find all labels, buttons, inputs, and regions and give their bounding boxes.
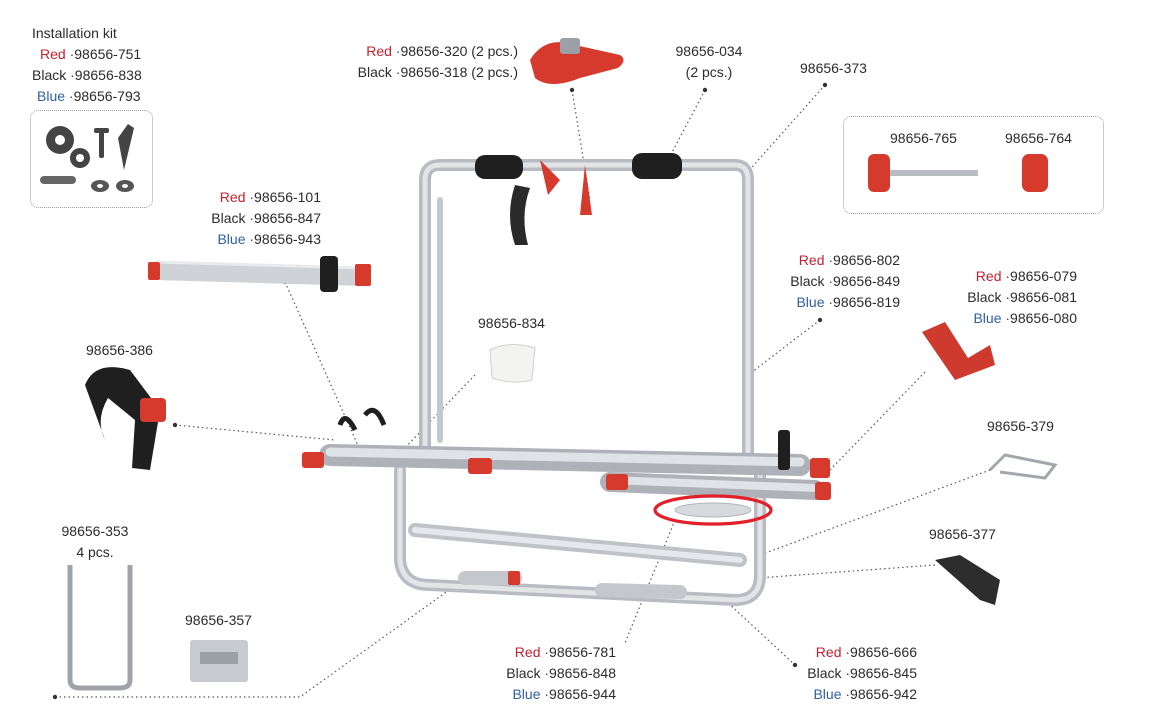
- knob-764-code: 98656-764: [1005, 130, 1072, 146]
- part-079-artwork: [922, 322, 995, 380]
- part-834-artwork: [489, 344, 536, 383]
- knobs-box: [843, 116, 1104, 214]
- knob-765-code: 98656-765: [890, 130, 957, 146]
- installation-kit-title: Installation kit: [32, 25, 117, 41]
- part-666-label: Red ·98656-666 Black ·98656-845 Blue ·98…: [777, 642, 917, 705]
- part-079-row: Black ·98656-081: [967, 289, 1077, 305]
- part-357-code: 98656-357: [185, 612, 252, 628]
- rail-101-label: Red ·98656-101 Black ·98656-847 Blue ·98…: [190, 187, 321, 250]
- installation-kit-row: Black ·98656-838: [32, 67, 142, 83]
- part-377-code: 98656-377: [929, 526, 996, 542]
- leader-353: [55, 574, 471, 698]
- installation-kit-row: Red ·98656-751: [40, 46, 142, 62]
- part-034-code: 98656-034: [675, 43, 743, 59]
- installation-kit-box: [30, 110, 153, 208]
- part-079-row: Blue ·98656-080: [973, 310, 1077, 326]
- strap-320-row: Black ·98656-318 (2 pcs.): [357, 64, 518, 80]
- knob-765-label: 98656-765: [890, 128, 957, 149]
- part-386-artwork: [85, 367, 166, 470]
- installation-kit-row: Blue ·98656-793: [37, 88, 141, 104]
- part-079-label: Red ·98656-079 Black ·98656-081 Blue ·98…: [935, 266, 1077, 329]
- leader-386: [174, 424, 336, 441]
- installation-kit-icons: [40, 124, 134, 192]
- leader-079: [829, 371, 926, 471]
- part-353-code: 98656-353: [61, 523, 129, 539]
- part-666-row: Blue ·98656-942: [813, 686, 917, 702]
- part-802-row: Red ·98656-802: [798, 252, 900, 268]
- part-834-label: 98656-834: [478, 313, 545, 334]
- part-666-row: Black ·98656-845: [807, 665, 917, 681]
- part-781-label: Red ·98656-781 Black ·98656-848 Blue ·98…: [476, 642, 616, 705]
- leader-373: [744, 84, 826, 176]
- part-834-code: 98656-834: [478, 315, 545, 331]
- leader-781: [624, 519, 676, 644]
- highlight-ellipse: [653, 494, 773, 526]
- leader-377: [757, 564, 936, 579]
- part-666-row: Red ·98656-666: [815, 644, 917, 660]
- part-379-artwork: [988, 453, 1058, 480]
- part-377-artwork: [935, 555, 1000, 605]
- leader-034: [667, 89, 706, 161]
- rail-101-row: Red ·98656-101: [219, 189, 321, 205]
- strap-320-artwork: [530, 38, 624, 84]
- part-373-code: 98656-373: [800, 60, 867, 76]
- part-386-label: 98656-386: [86, 340, 153, 361]
- installation-kit-label: Installation kit Red ·98656-751 Black ·9…: [32, 23, 142, 107]
- rail-101-row: Blue ·98656-943: [217, 231, 321, 247]
- part-034-label: 98656-034 (2 pcs.): [664, 41, 754, 83]
- strap-320-label: Red ·98656-320 (2 pcs.) Black ·98656-318…: [330, 41, 518, 83]
- leader-802: [751, 319, 821, 373]
- rail-101-row: Black ·98656-847: [211, 210, 321, 226]
- part-353-artwork: [67, 565, 133, 691]
- part-781-row: Red ·98656-781: [514, 644, 616, 660]
- part-357-artwork: [190, 640, 248, 682]
- part-386-code: 98656-386: [86, 342, 153, 358]
- part-079-row: Red ·98656-079: [975, 268, 1077, 284]
- part-373-label: 98656-373: [800, 58, 867, 79]
- part-379-label: 98656-379: [987, 416, 1054, 437]
- leader-379: [759, 469, 991, 556]
- part-802-row: Blue ·98656-819: [796, 294, 900, 310]
- carrier-end-caps: [302, 452, 831, 585]
- part-781-row: Black ·98656-848: [506, 665, 616, 681]
- carrier-black-parts: [337, 153, 790, 470]
- knobs-artwork: [868, 154, 1048, 192]
- leader-strap: [571, 89, 591, 201]
- part-353-qty: 4 pcs.: [76, 544, 114, 560]
- part-781-row: Blue ·98656-944: [512, 686, 616, 702]
- part-353-label: 98656-353 4 pcs.: [50, 521, 140, 563]
- leader-rail-101: [284, 281, 361, 451]
- knob-764-label: 98656-764: [1005, 128, 1072, 149]
- part-357-label: 98656-357: [185, 610, 252, 631]
- part-802-label: Red ·98656-802 Black ·98656-849 Blue ·98…: [760, 250, 900, 313]
- part-034-qty: (2 pcs.): [685, 64, 733, 80]
- leader-834: [397, 374, 476, 456]
- strap-320-row: Red ·98656-320 (2 pcs.): [366, 43, 518, 59]
- part-802-row: Black ·98656-849: [790, 273, 900, 289]
- rail-101-artwork: [148, 256, 371, 292]
- part-379-code: 98656-379: [987, 418, 1054, 434]
- part-377-label: 98656-377: [929, 524, 996, 545]
- bike-carrier-frame: [319, 159, 825, 607]
